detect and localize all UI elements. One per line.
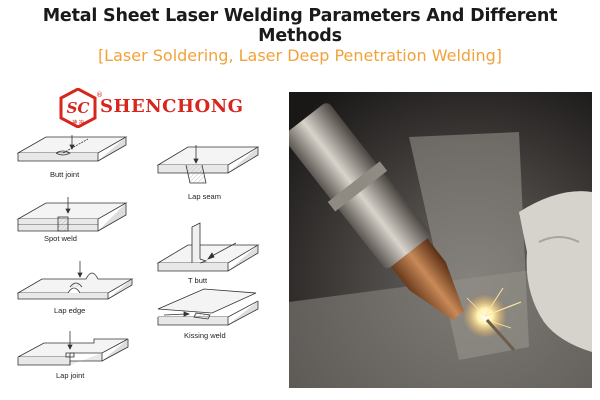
t-butt-diagram	[156, 222, 260, 272]
page-subtitle: [Laser Soldering, Laser Deep Penetration…	[97, 46, 503, 65]
lap-seam-diagram	[156, 145, 260, 184]
label-t-butt: T butt	[188, 276, 208, 285]
lap-joint-diagram	[17, 331, 129, 366]
logo-mark-chars: 神 冲	[72, 119, 84, 126]
weld-joint-diagrams: Butt joint Lap seam Spot weld T butt Lap…	[8, 135, 280, 395]
label-butt-joint: Butt joint	[50, 170, 80, 179]
glove	[519, 191, 592, 352]
page-title: Metal Sheet Laser Welding Parameters And…	[42, 6, 558, 46]
brand-name: SHENCHONG	[100, 96, 244, 117]
label-lap-edge: Lap edge	[54, 306, 86, 315]
kissing-weld-diagram	[157, 288, 259, 326]
label-kissing-weld: Kissing weld	[184, 331, 226, 340]
laser-torch	[289, 103, 464, 320]
shenchong-logo: SC 神 冲 ®	[59, 88, 103, 128]
logo-mark-icon: SC 神 冲	[59, 88, 97, 128]
label-lap-seam: Lap seam	[188, 192, 221, 201]
logo-mark-text: SC	[67, 99, 90, 117]
label-lap-joint: Lap joint	[56, 371, 85, 380]
registered-mark: ®	[96, 91, 103, 99]
butt-joint-diagram	[16, 135, 128, 162]
weld-diagrams-svg	[16, 135, 260, 366]
spot-weld-diagram	[16, 197, 128, 232]
label-spot-weld: Spot weld	[44, 234, 77, 243]
laser-welding-photo	[289, 92, 592, 388]
lap-edge-diagram	[16, 261, 134, 300]
